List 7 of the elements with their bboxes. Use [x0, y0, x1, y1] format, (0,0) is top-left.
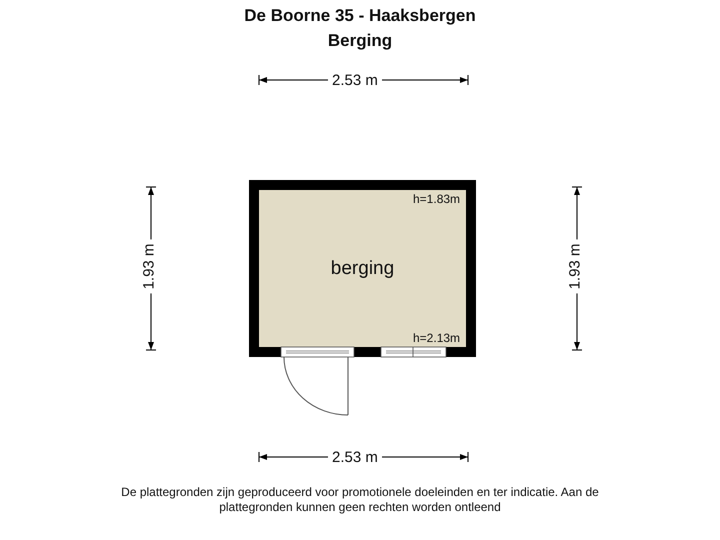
- room-floor: [249, 180, 476, 357]
- disclaimer-note: De plattegronden zijn geproduceerd voor promotionele doeleinden en ter indicatie. Aan de plattegronden kunnen geen rechten worden ontleend: [120, 485, 600, 515]
- height-label: h=1.83m: [413, 192, 460, 206]
- room-name: berging: [330, 258, 396, 280]
- subtitle: Berging: [326, 31, 394, 51]
- height-label: h=2.13m: [413, 331, 460, 345]
- title: De Boorne 35 - Haaksbergen: [243, 6, 477, 26]
